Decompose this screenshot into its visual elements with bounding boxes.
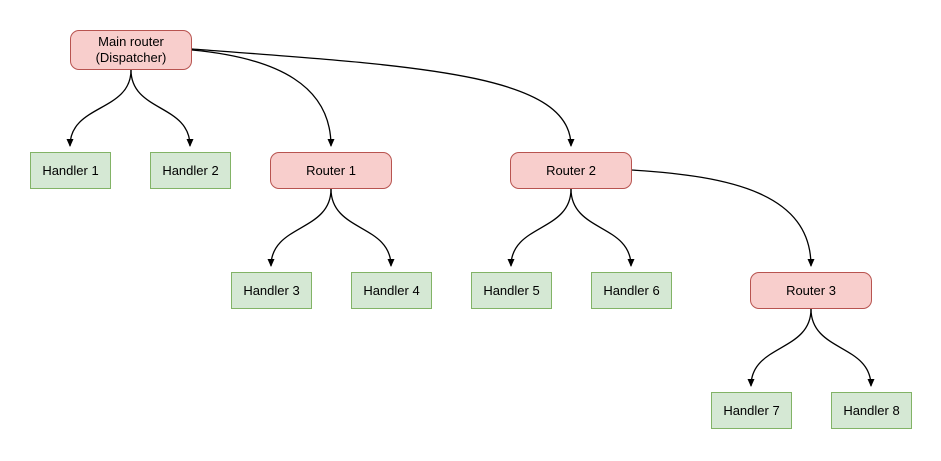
node-handler-5-label: Handler 5 [483, 282, 540, 298]
node-handler-6: Handler 6 [591, 272, 672, 309]
edge-router-1-to-handler-3 [267, 188, 332, 267]
node-handler-4-label: Handler 4 [363, 282, 420, 298]
node-handler-2-label: Handler 2 [162, 162, 219, 178]
node-main-router-label-line2: (Dispatcher) [95, 50, 167, 65]
node-handler-1: Handler 1 [30, 152, 111, 189]
edge-router-3-to-handler-7 [747, 308, 812, 387]
node-router-2: Router 2 [510, 152, 632, 189]
node-handler-1-label: Handler 1 [42, 162, 99, 178]
edge-main-router-to-handler-1 [66, 69, 132, 147]
edge-router-2-to-handler-5 [507, 188, 572, 267]
node-handler-3-label: Handler 3 [243, 282, 300, 298]
node-handler-5: Handler 5 [471, 272, 552, 309]
node-main-router-label-line1: Main router [98, 34, 164, 49]
edge-router-2-to-handler-6 [570, 188, 635, 267]
node-router-3: Router 3 [750, 272, 872, 309]
node-router-2-label: Router 2 [546, 162, 596, 178]
edge-main-router-to-handler-2 [130, 69, 194, 147]
node-handler-8: Handler 8 [831, 392, 912, 429]
edge-router-3-to-handler-8 [810, 308, 875, 387]
node-router-3-label: Router 3 [786, 282, 836, 298]
node-handler-3: Handler 3 [231, 272, 312, 309]
node-handler-7-label: Handler 7 [723, 402, 780, 418]
edge-router-1-to-handler-4 [330, 188, 395, 267]
edge-main-router-to-router-1 [191, 49, 335, 147]
edge-main-router-to-router-2 [191, 48, 575, 147]
node-handler-4: Handler 4 [351, 272, 432, 309]
node-main-router: Main router (Dispatcher) [70, 30, 192, 70]
node-handler-6-label: Handler 6 [603, 282, 660, 298]
node-handler-8-label: Handler 8 [843, 402, 900, 418]
node-handler-7: Handler 7 [711, 392, 792, 429]
node-handler-2: Handler 2 [150, 152, 231, 189]
edge-router-2-to-router-3 [630, 169, 815, 267]
node-router-1-label: Router 1 [306, 162, 356, 178]
node-router-1: Router 1 [270, 152, 392, 189]
